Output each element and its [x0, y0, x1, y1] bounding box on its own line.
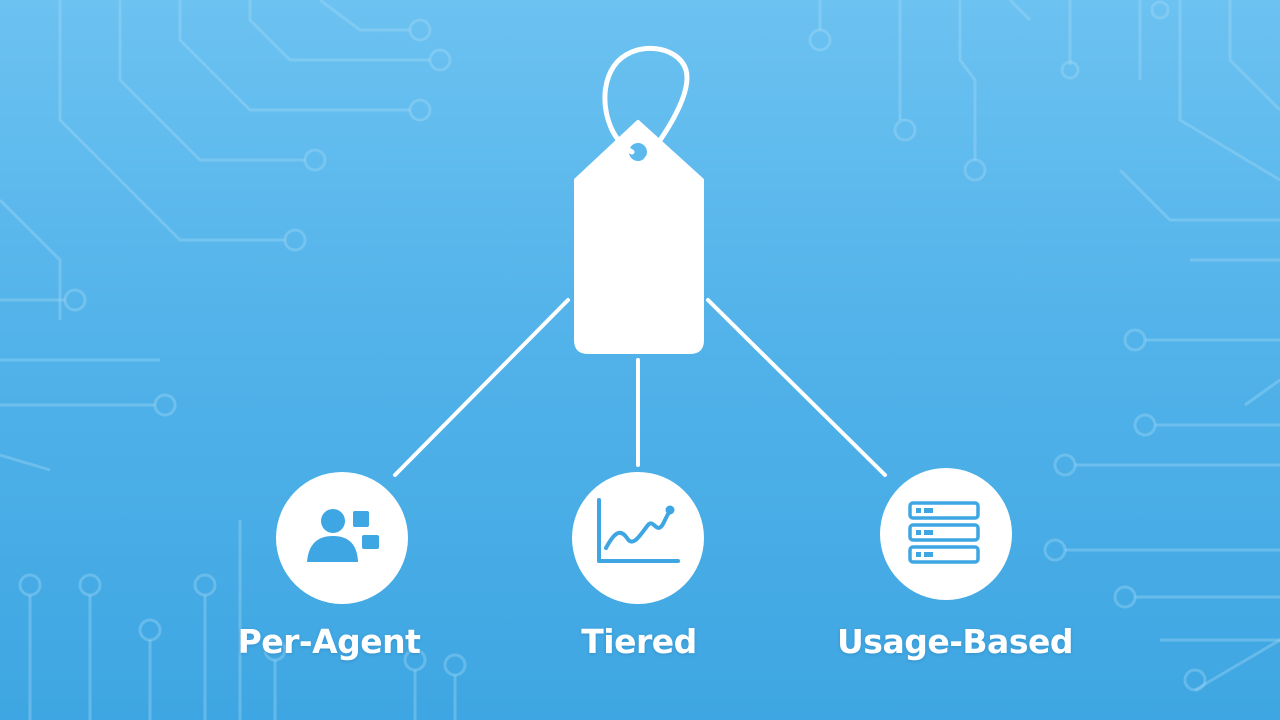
server-stack-icon [908, 501, 980, 564]
tag-string [602, 45, 690, 163]
users-icon [307, 509, 379, 562]
label-per-agent: Per-Agent [237, 622, 421, 661]
tag-hole [629, 143, 647, 161]
option-usage-based-circle [880, 468, 1012, 600]
label-usage-based: Usage-Based [837, 622, 1073, 661]
connector-usage-based [706, 298, 887, 477]
price-tag-icon [574, 45, 704, 354]
option-tiered [572, 472, 704, 604]
label-tiered: Tiered [581, 622, 697, 661]
connector-per-agent [393, 298, 570, 477]
option-usage-based [880, 468, 1012, 600]
connector-lines [393, 298, 887, 477]
line-chart-icon [597, 498, 680, 563]
option-per-agent [276, 472, 408, 604]
